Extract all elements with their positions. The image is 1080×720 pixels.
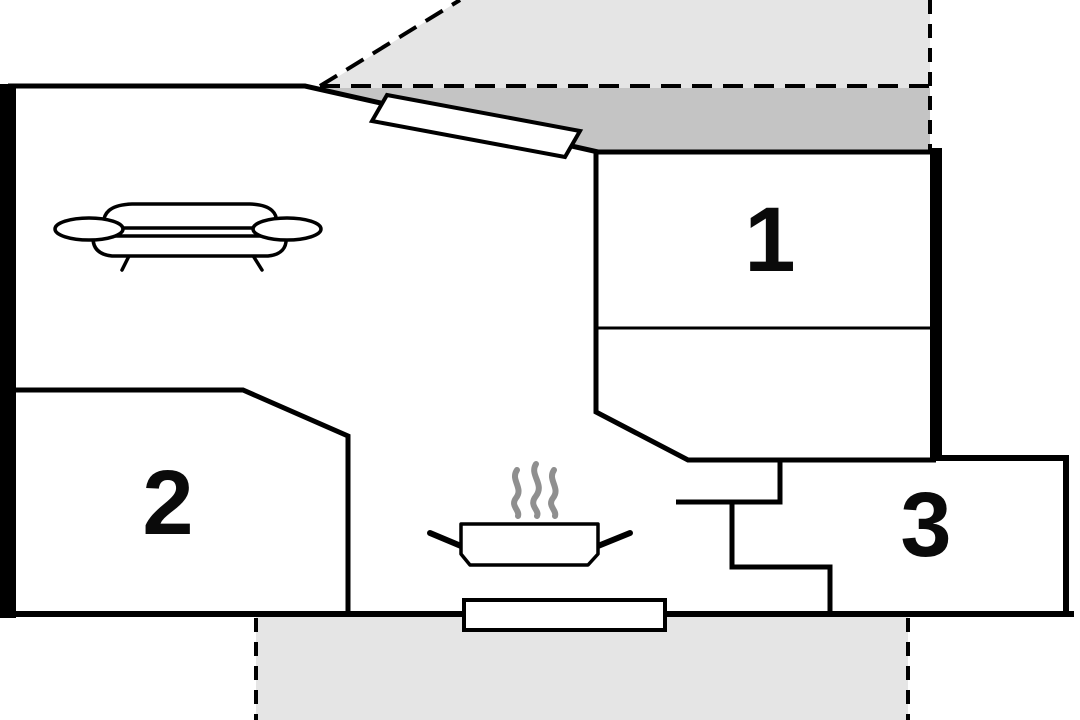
sofa-icon xyxy=(53,202,323,272)
room-1-label: 1 xyxy=(744,189,795,291)
room-1-wall xyxy=(593,152,936,463)
room-3-inner-wall xyxy=(729,502,833,614)
interior-walls xyxy=(14,152,936,614)
upper-outdoor-area xyxy=(320,0,930,88)
room-2-wall xyxy=(14,387,351,614)
lower-outdoor-area xyxy=(256,615,908,720)
room-2-label: 2 xyxy=(142,452,193,554)
room-3-wall xyxy=(676,460,783,505)
bottom-window-icon xyxy=(462,598,667,632)
room-3-label: 3 xyxy=(900,474,951,576)
dashed-boundaries xyxy=(254,0,932,720)
top-window-icon xyxy=(368,92,584,160)
cooking-pot-icon xyxy=(427,461,633,567)
upper-covered-area xyxy=(320,88,930,152)
